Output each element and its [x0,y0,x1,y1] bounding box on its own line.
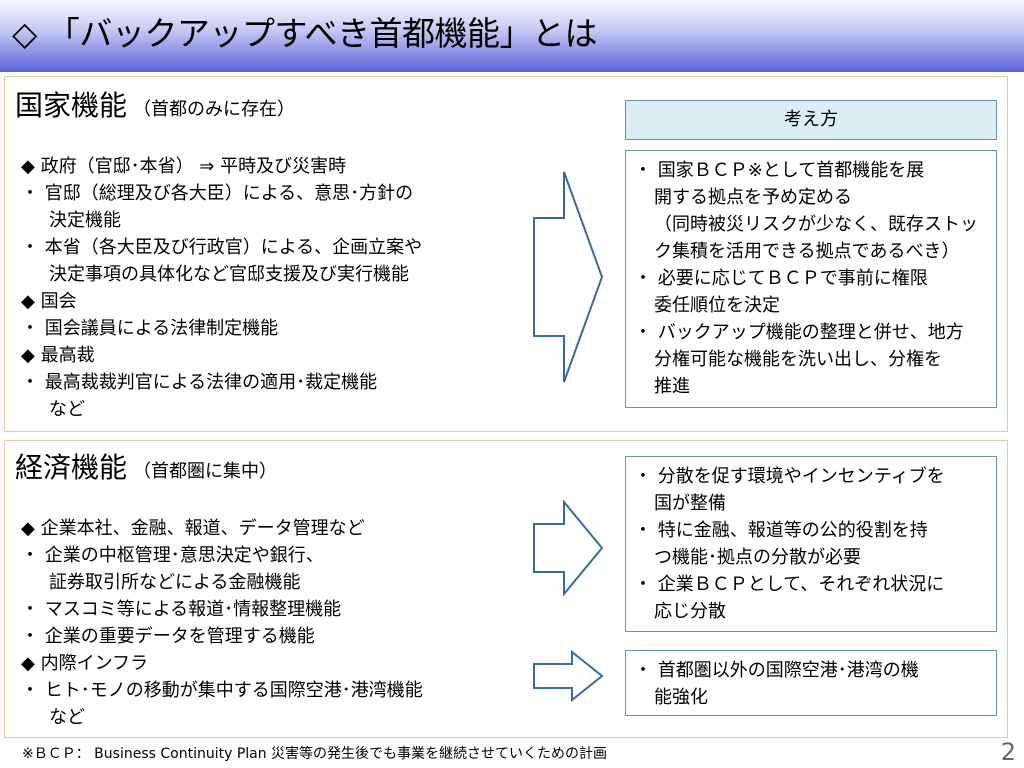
box-line: ・ バックアップ機能の整理と併せ、地方 [634,322,964,343]
economic-approach-box: ・ 分散を促す環境やインセンティブを国が整備・ 特に金融、報道等の公的役割を持つ… [625,456,997,632]
section-heading-national: 国家機能（首都のみに存在） [15,87,295,129]
list-line: ・ 最高裁裁判官による法律の適用･裁定機能 [21,372,378,393]
box-line: ・ 国家ＢＣＰ※として首都機能を展 [634,160,925,181]
national-function-list: ◆ 政府（官邸･本省） ⇒ 平時及び災害時・ 官邸（総理及び各大臣）による、意思… [17,153,422,423]
list-line: ・ 本省（各大臣及び行政官）による、企画立案や [21,237,423,258]
heading-text: 国家機能 [15,89,128,122]
box-line: ・ 分散を促す環境やインセンティブを [634,466,945,487]
list-line: ◆ 企業本社、金融、報道、データ管理など [21,518,365,539]
page-number: 2 [1000,738,1016,766]
list-line: ◆ 政府（官邸･本省） ⇒ 平時及び災害時 [21,156,347,177]
box-line: 開する拠点を予め定める [654,187,852,208]
title-bar: ◇ 「バックアップすべき首都機能」とは [0,0,1024,72]
approach-label: 考え方 [784,109,838,130]
list-line: ・ 官邸（総理及び各大臣）による、意思･方針の [21,183,414,204]
right-arrow-icon [533,650,604,702]
list-line: ・ マスコミ等による報道･情報整理機能 [21,599,342,620]
heading-subtext: （首都圏に集中） [133,461,278,482]
heading-subtext: （首都のみに存在） [133,99,296,120]
list-line: ◆ 国会 [21,291,77,312]
list-line: など [49,399,85,420]
list-line: ・ 企業の重要データを管理する機能 [21,626,315,647]
approach-label-box: 考え方 [625,100,997,140]
box-line: ・ 首都圏以外の国際空港･港湾の機 [634,660,919,681]
economic-function-list: ◆ 企業本社、金融、報道、データ管理など・ 企業の中枢管理･意思決定や銀行、証券… [17,515,423,731]
box-line: つ機能･拠点の分散が必要 [654,547,861,568]
list-line: ・ ヒト･モノの移動が集中する国際空港･港湾機能 [21,680,423,701]
box-line: ・ 特に金融、報道等の公的役割を持 [634,520,928,541]
box-line: 国が整備 [654,493,726,514]
section-heading-economic: 経済機能（首都圏に集中） [15,449,277,491]
box-line: ク集積を活用できる拠点であるべき） [654,241,960,262]
box-line: 分権可能な機能を洗い出し、分権を [654,349,942,370]
right-arrow-icon [533,171,604,383]
box-line: （同時被災リスクが少なく、既存ストッ [654,214,978,235]
page-title: ◇ 「バックアップすべき首都機能」とは [12,14,598,53]
list-line: ◆ 最高裁 [21,345,95,366]
list-line: ◆ 内際インフラ [21,653,149,674]
box-line: 応じ分散 [654,601,726,622]
list-line: ・ 企業の中枢管理･意思決定や銀行、 [21,545,324,566]
list-line: 証券取引所などによる金融機能 [49,572,301,593]
list-line: など [49,707,85,728]
national-approach-box: ・ 国家ＢＣＰ※として首都機能を展開する拠点を予め定める （同時被災リスクが少なく… [625,150,997,408]
box-line: 推進 [654,376,690,397]
box-line: ・ 必要に応じてＢＣＰで事前に権限 [634,268,928,289]
box-line: 委任順位を決定 [654,295,780,316]
box-line: ・ 企業ＢＣＰとして、それぞれ状況に [634,574,945,595]
heading-text: 経済機能 [15,451,128,484]
box-line: 能強化 [654,687,708,708]
list-line: 決定事項の具体化など官邸支援及び実行機能 [49,264,409,285]
list-line: ・ 国会議員による法律制定機能 [21,318,279,339]
footnote: ※ＢＣＰ： Business Continuity Plan 災害等の発生後でも… [22,746,608,762]
right-arrow-icon [533,500,604,596]
infrastructure-approach-box: ・ 首都圏以外の国際空港･港湾の機能強化 [625,650,997,716]
list-line: 決定機能 [49,210,121,231]
